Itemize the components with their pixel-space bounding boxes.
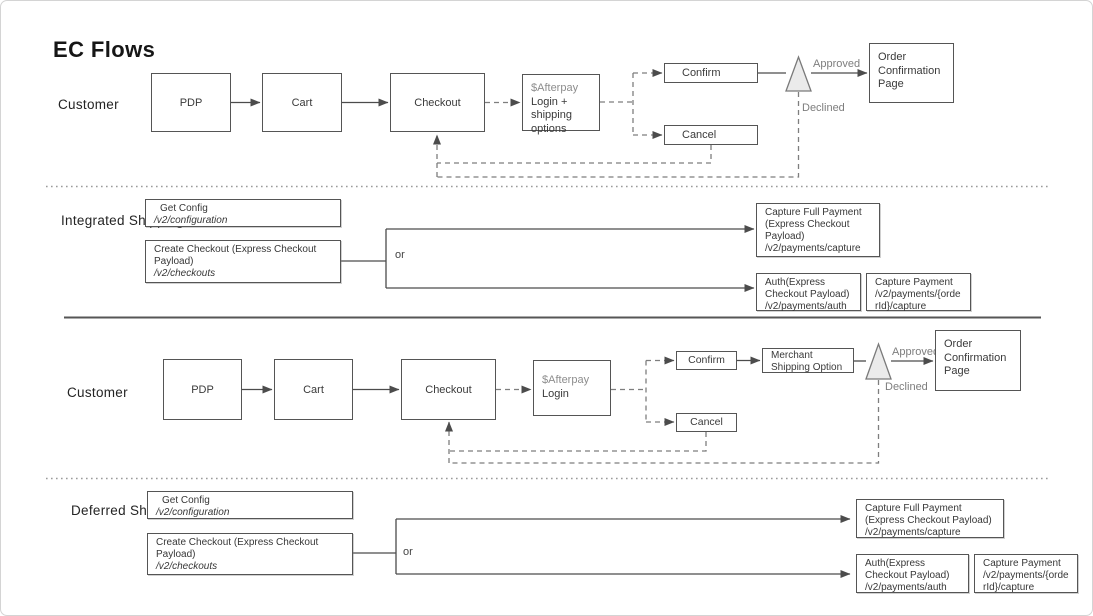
node-label: PDP xyxy=(191,383,214,396)
edge-label-declined-2: Declined xyxy=(885,381,928,393)
node-label: Cancel xyxy=(690,416,723,428)
decision-triangle xyxy=(785,55,812,92)
dash-declined-return xyxy=(449,380,880,464)
node-capture-payment-deferred: Capture Payment /v2/payments/{orderId}/c… xyxy=(974,554,1078,593)
node-create-checkout-deferred: Create Checkout (Express Checkout Payloa… xyxy=(147,533,353,575)
decision-triangle xyxy=(865,342,892,380)
node-checkout-1: Checkout xyxy=(390,73,485,132)
lane-label-customer-1: Customer xyxy=(58,97,119,112)
api-label: Get Config xyxy=(160,203,208,214)
api-label: Auth(Express Checkout Payload) xyxy=(765,277,850,300)
node-label: Merchant Shipping Option xyxy=(771,350,843,373)
api-path: /v2/payments/capture xyxy=(765,243,861,254)
node-afterpay-login-shipping: $Afterpay Login + shipping options xyxy=(522,74,600,135)
page-title: EC Flows xyxy=(53,37,156,62)
node-cart-1: Cart xyxy=(262,73,342,132)
node-capture-full-payment-deferred: Capture Full Payment (Express Checkout P… xyxy=(856,499,1004,538)
node-pdp-2: PDP xyxy=(163,359,242,420)
api-path: /v2/payments/{orderId}/capture xyxy=(875,289,961,312)
node-afterpay-login: $Afterpay Login xyxy=(533,360,611,416)
node-label: PDP xyxy=(179,96,203,109)
deferred-connectors xyxy=(353,515,851,578)
api-label: Auth(Express Checkout Payload) xyxy=(865,558,950,581)
node-capture-full-payment-integrated: Capture Full Payment (Express Checkout P… xyxy=(756,203,880,257)
node-get-config-integrated: Get Config /v2/configuration xyxy=(145,199,341,227)
api-label: Capture Full Payment (Express Checkout P… xyxy=(765,207,862,242)
integrated-connectors xyxy=(341,225,755,292)
node-create-checkout-integrated: Create Checkout (Express Checkout Payloa… xyxy=(145,240,341,283)
lane-label-customer-2: Customer xyxy=(67,385,128,400)
node-label: Checkout xyxy=(414,96,461,109)
node-label: Confirm xyxy=(682,67,721,79)
node-cart-2: Cart xyxy=(274,359,353,420)
node-label: Checkout xyxy=(425,383,472,396)
node-label: Cancel xyxy=(682,129,717,141)
node-label: Cart xyxy=(291,96,313,109)
api-label: Capture Full Payment (Express Checkout P… xyxy=(865,503,992,526)
dash-declined-return xyxy=(437,92,800,178)
node-order-confirmation-1: Order Confirmation Page xyxy=(869,43,954,103)
api-label: Create Checkout (Express Checkout Payloa… xyxy=(156,537,319,560)
api-path: /v2/payments/capture xyxy=(865,527,961,538)
edge-label-approved-2: Approved xyxy=(892,346,940,358)
node-cancel-2: Cancel xyxy=(676,413,737,432)
node-label: Login + shipping options xyxy=(531,95,572,135)
flow2-connectors xyxy=(242,342,934,464)
node-label: Login xyxy=(542,387,569,400)
node-confirm-1: Confirm xyxy=(664,63,758,83)
api-label: Create Checkout (Express Checkout Payloa… xyxy=(154,244,317,267)
afterpay-logo-text: $Afterpay xyxy=(542,374,590,386)
dash-cancel-return xyxy=(437,145,712,164)
api-label: Capture Payment xyxy=(983,558,1061,569)
edge-label-declined-1: Declined xyxy=(802,102,845,114)
api-path: /v2/configuration xyxy=(154,215,228,226)
node-get-config-deferred: Get Config /v2/configuration xyxy=(147,491,353,519)
node-checkout-2: Checkout xyxy=(401,359,496,420)
api-label: Get Config xyxy=(162,495,210,506)
node-auth-integrated: Auth(Express Checkout Payload) /v2/payme… xyxy=(756,273,861,312)
api-path: /v2/payments/auth xyxy=(865,582,947,593)
node-label: Confirm xyxy=(688,354,725,366)
api-label: Capture Payment xyxy=(875,277,953,288)
api-path: /v2/payments/{orderId}/capture xyxy=(983,570,1069,593)
node-capture-payment-integrated: Capture Payment /v2/payments/{orderId}/c… xyxy=(866,273,971,312)
api-path: /v2/checkouts xyxy=(156,561,218,572)
node-auth-deferred: Auth(Express Checkout Payload) /v2/payme… xyxy=(856,554,969,593)
edge-label-approved-1: Approved xyxy=(813,58,861,70)
api-path: /v2/payments/auth xyxy=(765,301,847,312)
node-confirm-2: Confirm xyxy=(676,351,737,370)
flow1-connectors xyxy=(231,55,868,178)
afterpay-logo-text: $Afterpay xyxy=(531,82,579,94)
or-label-integrated: or xyxy=(395,249,405,261)
node-label: Cart xyxy=(303,383,324,396)
node-label: Order Confirmation Page xyxy=(944,338,1007,377)
node-pdp-1: PDP xyxy=(151,73,231,132)
api-path: /v2/checkouts xyxy=(154,268,216,279)
node-merchant-shipping-option: Merchant Shipping Option xyxy=(762,348,854,373)
or-label-deferred: or xyxy=(403,546,413,558)
node-cancel-1: Cancel xyxy=(664,125,758,145)
dash-cancel-return xyxy=(449,432,707,452)
api-path: /v2/configuration xyxy=(156,507,230,518)
node-order-confirmation-2: Order Confirmation Page xyxy=(935,330,1021,391)
node-label: Order Confirmation Page xyxy=(878,51,941,90)
